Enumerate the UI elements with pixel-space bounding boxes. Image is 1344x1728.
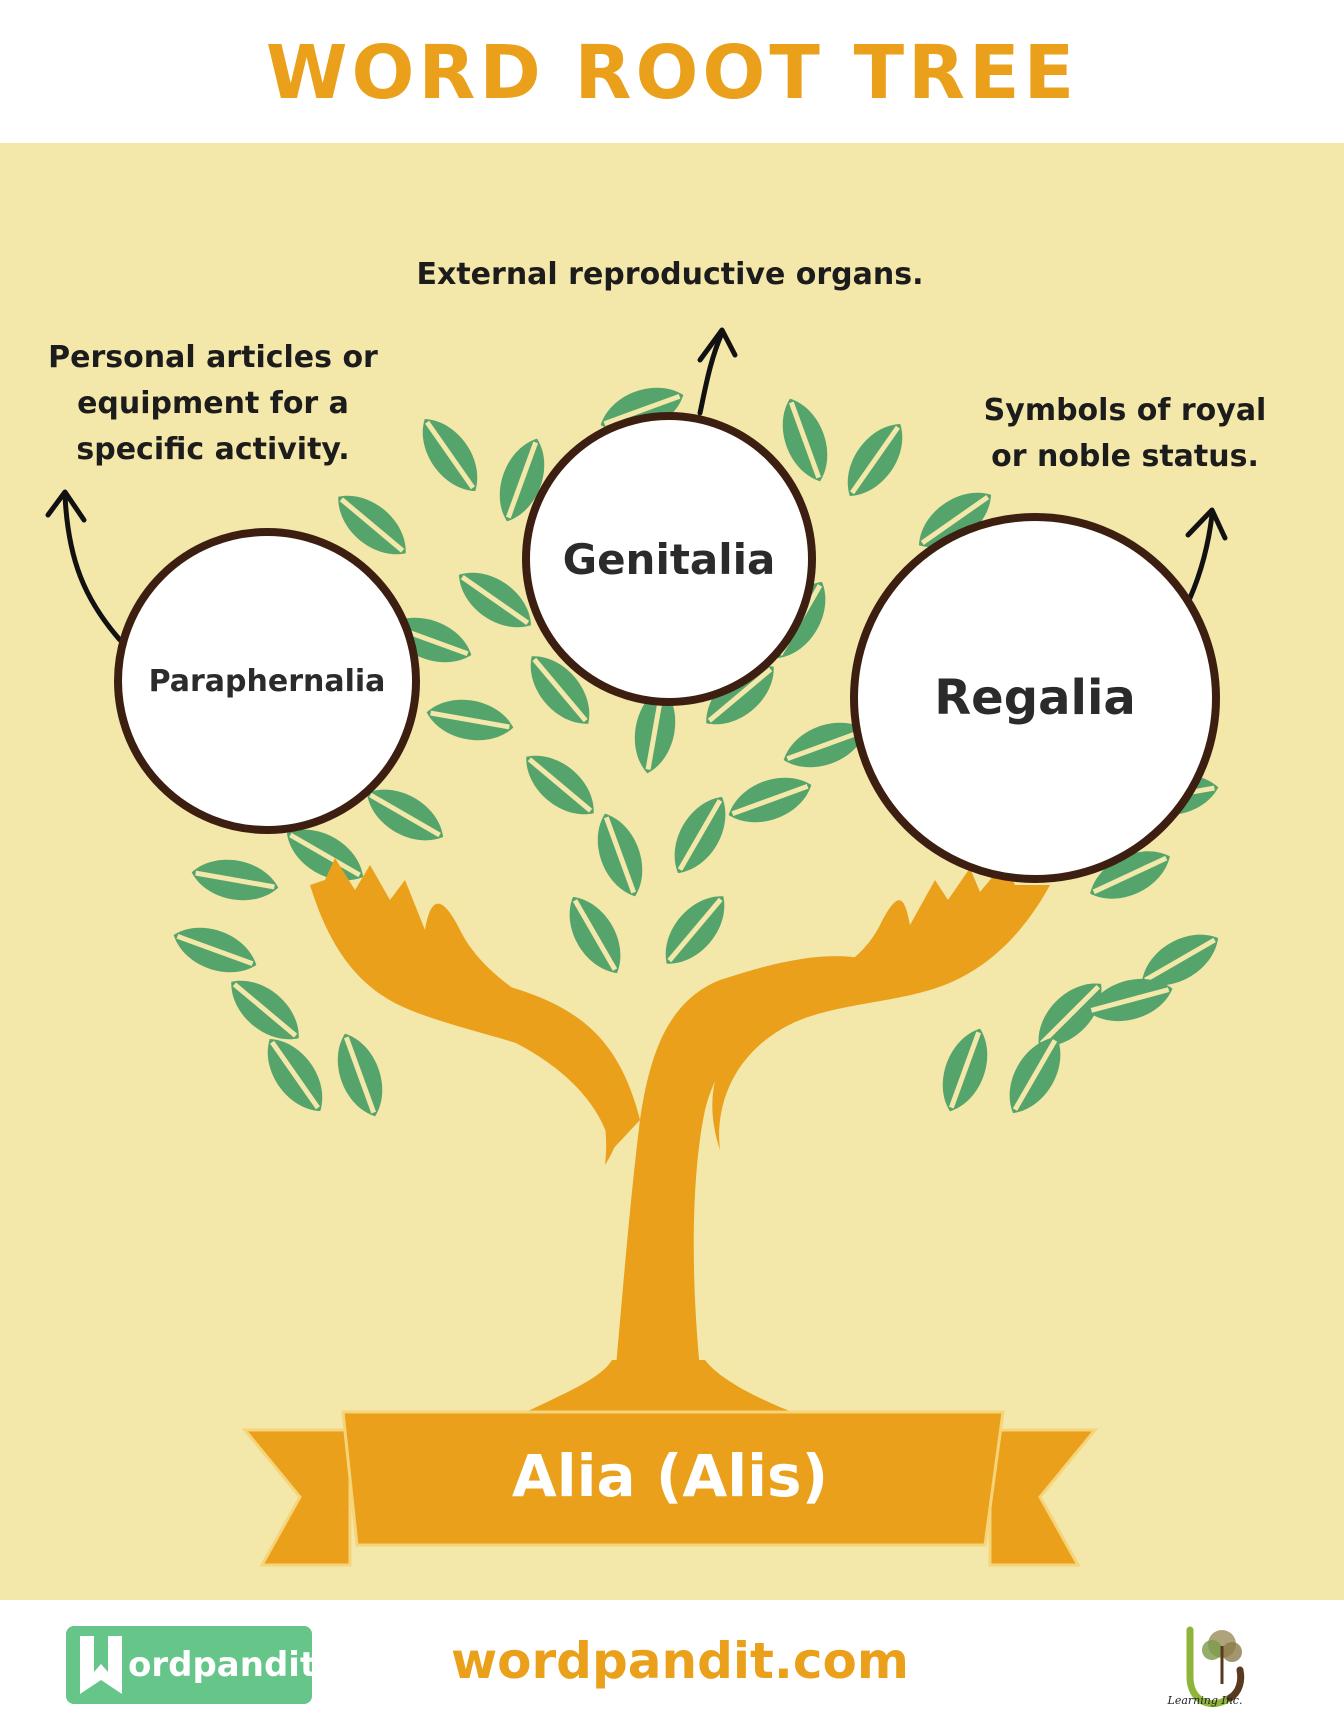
brand-name: ordpandit bbox=[128, 1645, 317, 1685]
definition-paraphernalia: Personal articles or equipment for a spe… bbox=[48, 340, 378, 467]
definition-genitalia: External reproductive organs. bbox=[416, 257, 924, 292]
word-paraphernalia: Paraphernalia bbox=[148, 663, 386, 699]
partner-name: Learning Inc. bbox=[1167, 1694, 1243, 1707]
website-link[interactable]: wordpandit.com bbox=[450, 1632, 910, 1690]
tree-icon bbox=[1186, 1626, 1245, 1707]
wordpandit-logo: ordpandit bbox=[66, 1626, 316, 1704]
page-title: WORD ROOT TREE bbox=[265, 30, 1079, 116]
word-genitalia: Genitalia bbox=[562, 534, 776, 584]
word-bubble-regalia: Regalia bbox=[850, 513, 1220, 883]
root-word: Alia (Alis) bbox=[511, 1442, 829, 1510]
header: WORD ROOT TREE bbox=[0, 0, 1344, 143]
ribbon-icon bbox=[241, 1410, 1099, 1567]
logo-icon bbox=[80, 1636, 122, 1694]
word-regalia: Regalia bbox=[934, 670, 1136, 726]
word-bubble-genitalia: Genitalia bbox=[522, 412, 816, 706]
arrow-icon bbox=[45, 327, 1228, 643]
hand-icon bbox=[310, 858, 1050, 1165]
definition-regalia: Symbols of royal or noble status. bbox=[983, 393, 1267, 474]
word-bubble-paraphernalia: Paraphernalia bbox=[114, 528, 420, 834]
